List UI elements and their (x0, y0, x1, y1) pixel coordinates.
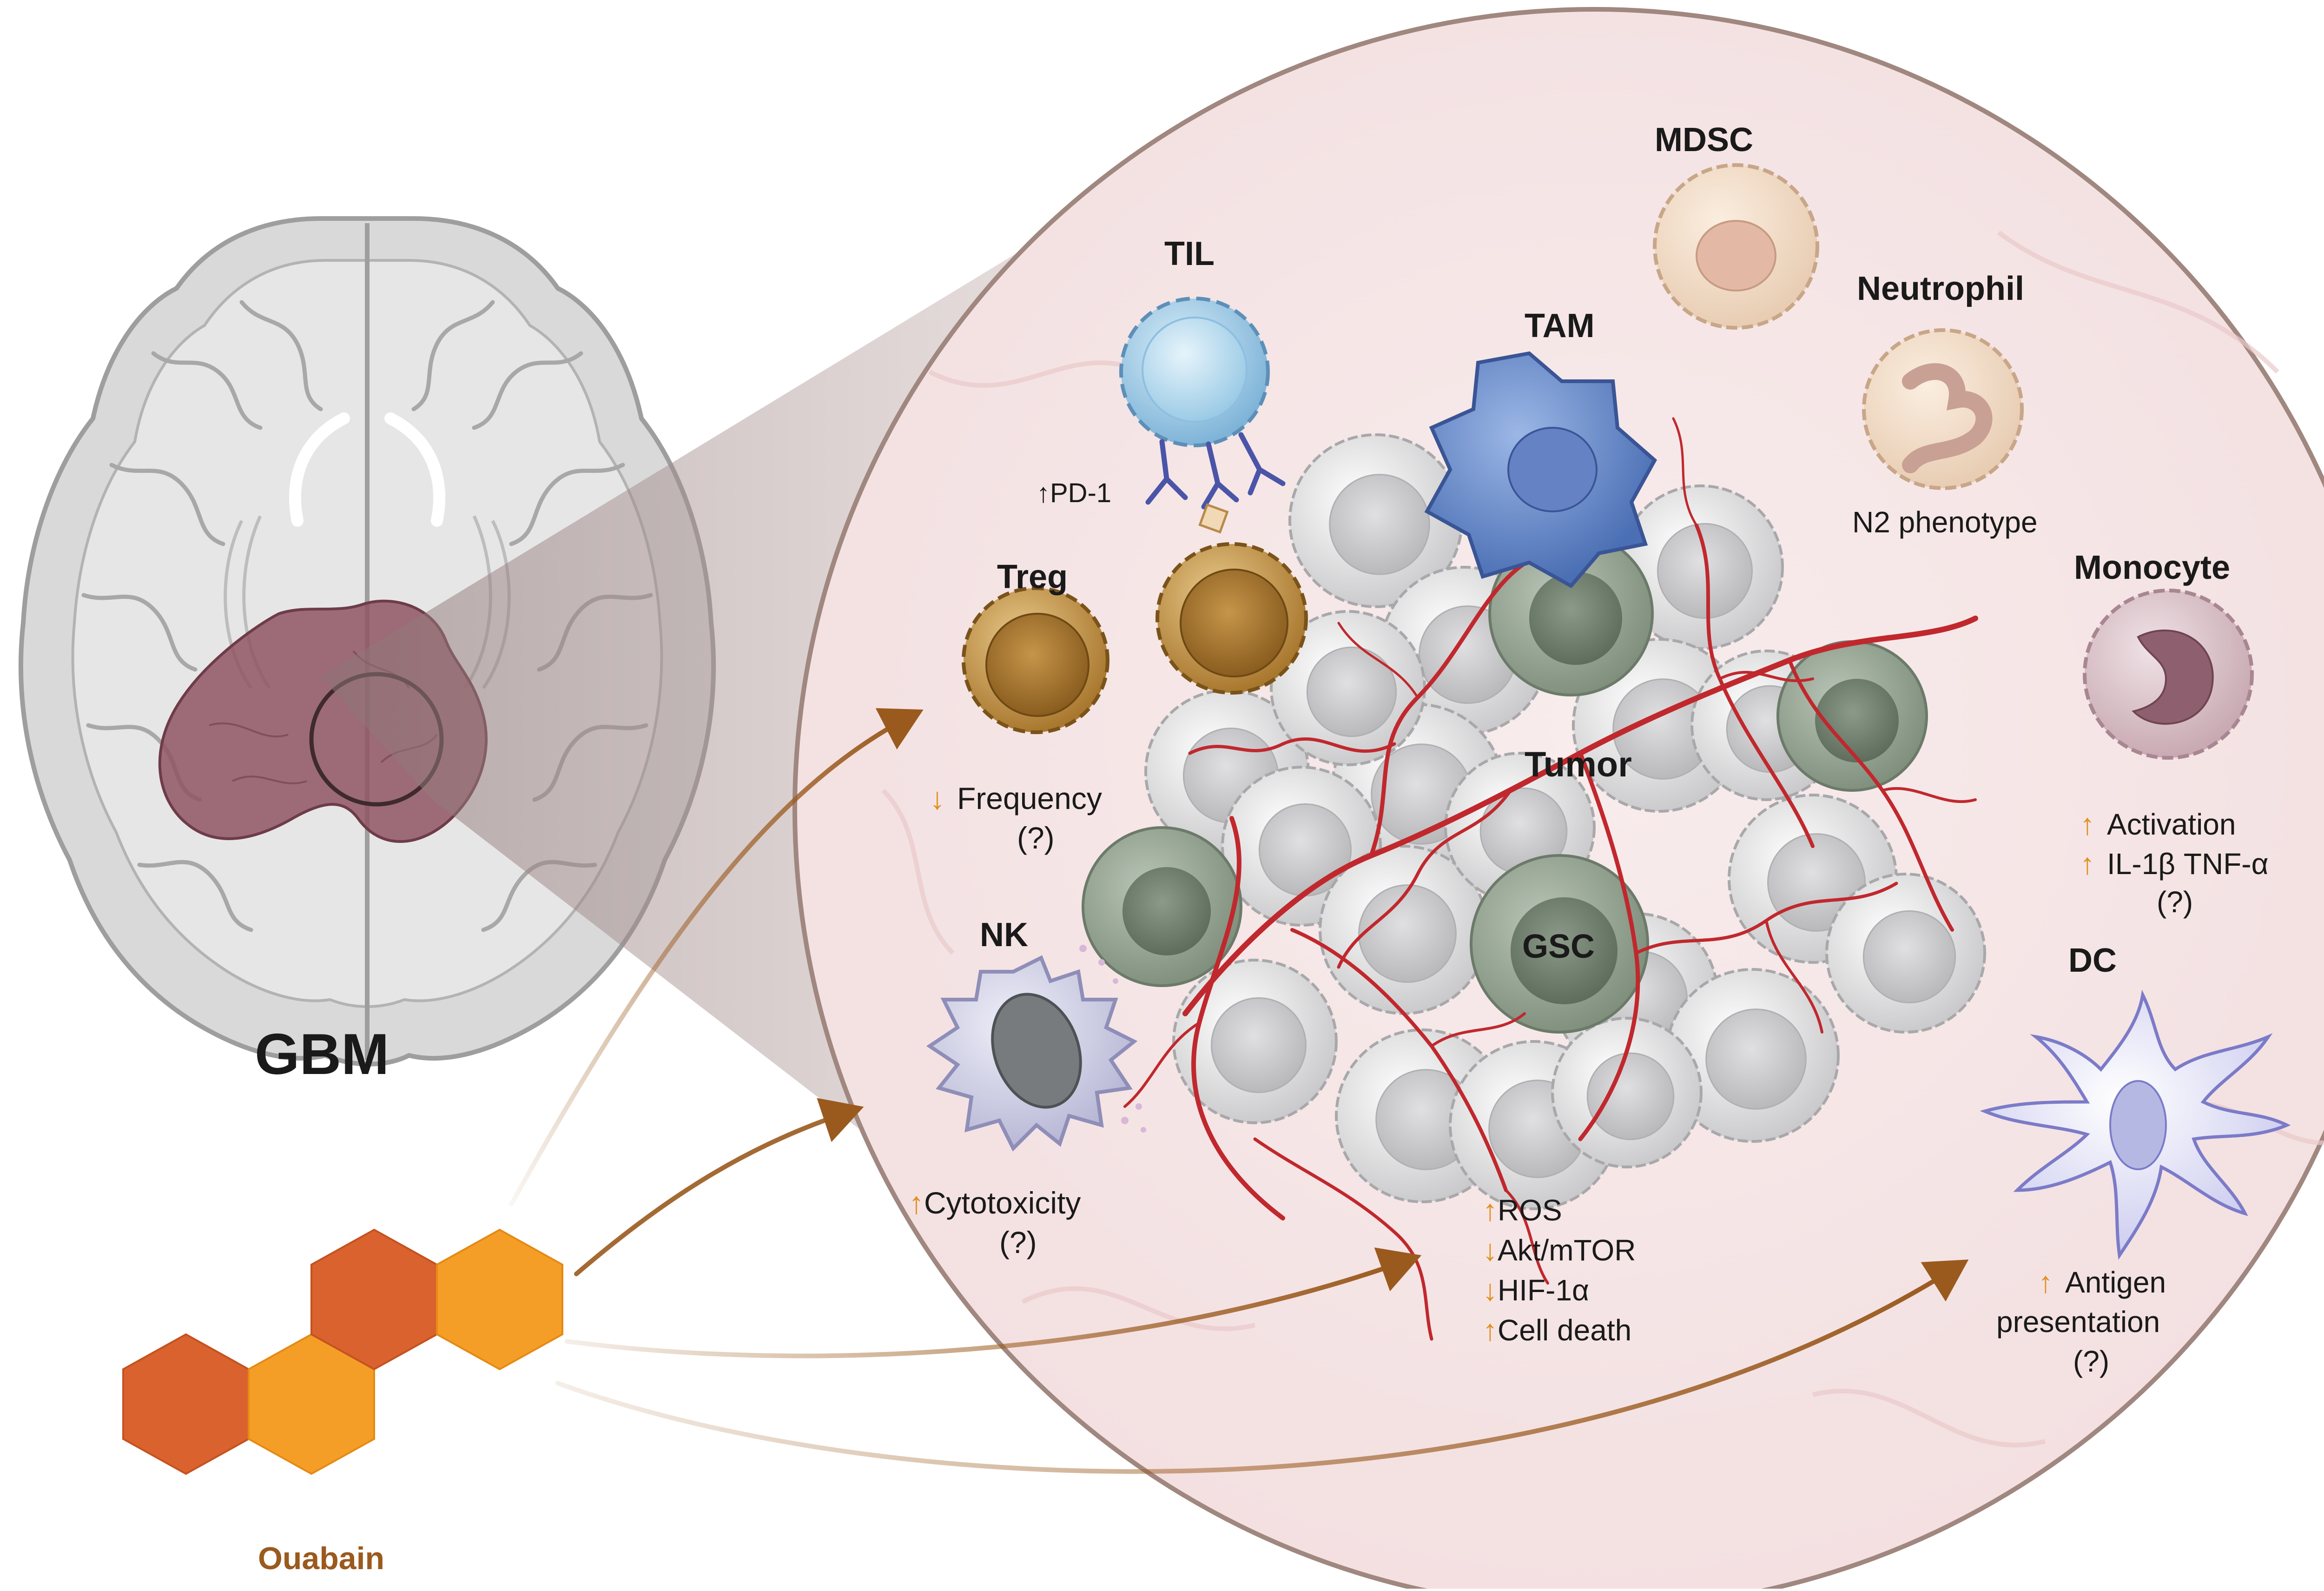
hex-1 (122, 1333, 250, 1475)
monocyte-uncertain: (?) (2157, 885, 2193, 919)
tumor-effects: ↑ROS↓Akt/mTOR↓HIF-1α↑Cell death (1483, 1193, 1636, 1347)
monocyte-nucleus (2132, 630, 2214, 725)
treg-effect: ↓ Frequency (930, 781, 1102, 815)
nk-uncertain: (?) (999, 1225, 1037, 1260)
tumor-cell-nucleus (1358, 884, 1457, 983)
gsc-nucleus (1529, 572, 1622, 665)
til-cell (1119, 297, 1286, 534)
tumor-cell-nucleus (1586, 1052, 1675, 1140)
til-label: TIL (1164, 235, 1215, 272)
mdsc-cell (1653, 163, 1819, 330)
dc-uncertain: (?) (2073, 1345, 2109, 1378)
pd1-text: PD-1 (1050, 478, 1111, 508)
treg-uncertain: (?) (1017, 821, 1055, 855)
dc-marker: ↑ (2038, 1266, 2053, 1299)
gsc-label: GSC (1522, 928, 1595, 965)
tumor-effect-3: ↓HIF-1α (1483, 1273, 1589, 1307)
tumor-microenvironment: TIL ↑PD-1 Treg ↓Frequency (?) NK ↑Cytoto… (792, 7, 2324, 1591)
tumor-effect-4: ↑Cell death (1483, 1313, 1631, 1347)
effect-arrows (509, 708, 1969, 1474)
arrow-to-nk (574, 1098, 864, 1276)
pd1-marker: ↑ (1037, 478, 1050, 508)
hex-4 (436, 1228, 563, 1371)
tumor-effect-text: Cell death (1498, 1313, 1631, 1347)
monocyte-marker-1: ↑ (2080, 808, 2095, 841)
drug-label: Ouabain (258, 1541, 384, 1576)
treg-effect-text: Frequency (957, 781, 1102, 815)
tumor-effect-marker: ↓ (1483, 1273, 1498, 1307)
tumor-effect-1: ↑ROS (1483, 1193, 1562, 1227)
arrow-to-treg (509, 708, 924, 1207)
treg-marker: ↓ (930, 781, 945, 815)
treg-nucleus (985, 613, 1089, 717)
pd1-ligand (1198, 503, 1229, 534)
tumor-cell-nucleus (1211, 997, 1307, 1093)
til-nucleus (1142, 317, 1248, 423)
nk-nucleus (991, 993, 1082, 1109)
gsc-nucleus (1815, 679, 1899, 762)
tumor-effect-marker: ↓ (1483, 1233, 1498, 1267)
monocyte-cell (2083, 589, 2254, 760)
neutrophil-nucleus (1902, 363, 1993, 473)
dc-effect-2: presentation (1996, 1305, 2160, 1339)
neutrophil-body (1862, 328, 2024, 490)
tumor-label: Tumor (1525, 745, 1632, 784)
tumor-cell-nucleus (1657, 523, 1753, 619)
neutrophil-cell (1862, 328, 2024, 490)
treg-bound-nucleus (1180, 569, 1288, 677)
blood-vessels (1123, 417, 1978, 1341)
monocyte-effect-2: ↑ IL-1β TNF-α (2080, 847, 2269, 881)
tumor-effect-2: ↓Akt/mTOR (1483, 1233, 1636, 1267)
dc-effect-text: Antigen (2065, 1266, 2166, 1299)
tam-label: TAM (1525, 307, 1595, 345)
tumor-cell-nucleus (1329, 474, 1430, 575)
nk-label: NK (980, 916, 1028, 954)
tumor-effect-text: Akt/mTOR (1498, 1233, 1636, 1267)
nk-marker: ↑ (909, 1186, 924, 1220)
monocyte-effect-2-text: IL-1β TNF-α (2107, 847, 2269, 881)
gsc-nucleus (1122, 867, 1211, 955)
neutrophil-label: Neutrophil (1857, 270, 2024, 307)
tumor-cell-cluster (1082, 417, 1986, 1341)
mdsc-label: MDSC (1655, 121, 1753, 159)
treg-cell (962, 586, 1109, 734)
ouabain-molecule (122, 1228, 563, 1475)
nk-cell (926, 945, 1146, 1152)
monocyte-marker-2: ↑ (2080, 847, 2095, 881)
monocyte-effect-1: ↑ Activation (2080, 808, 2236, 841)
pd1-note: ↑PD-1 (1037, 478, 1111, 508)
dc-label: DC (2068, 942, 2117, 979)
gsc-nucleus (1511, 897, 1618, 1004)
tumor-effect-marker: ↑ (1483, 1313, 1498, 1347)
brain-label: GBM (255, 1022, 389, 1087)
cell-labels: TIL ↑PD-1 Treg ↓Frequency (?) NK ↑Cytoto… (909, 121, 2269, 1378)
dc-nucleus (2109, 1080, 2167, 1170)
monocyte-label: Monocyte (2074, 549, 2230, 586)
dc-cell (1980, 989, 2291, 1260)
arrow-to-tumor (565, 1247, 1422, 1359)
dc-effect: ↑ Antigen (2038, 1266, 2166, 1299)
tumor-effect-text: ROS (1498, 1193, 1562, 1227)
nk-effect-text: Cytotoxicity (924, 1186, 1081, 1220)
monocyte-effect-1-text: Activation (2107, 808, 2236, 841)
nk-effect: ↑Cytotoxicity (909, 1186, 1081, 1220)
mdsc-nucleus (1696, 220, 1776, 292)
neutrophil-note: N2 phenotype (1852, 505, 2038, 539)
arrow-to-dc (555, 1259, 1969, 1474)
tam-nucleus (1507, 427, 1598, 512)
tumor-effect-text: HIF-1α (1498, 1273, 1589, 1307)
tumor-cell-nucleus (1862, 910, 1956, 1004)
tumor-effect-marker: ↑ (1483, 1193, 1498, 1227)
tumor-cell-nucleus (1306, 646, 1397, 737)
tumor-cell-nucleus (1705, 1008, 1807, 1110)
treg-label: Treg (997, 558, 1068, 596)
tam-cell (1424, 351, 1657, 589)
treg-cell-bound (1155, 542, 1308, 695)
